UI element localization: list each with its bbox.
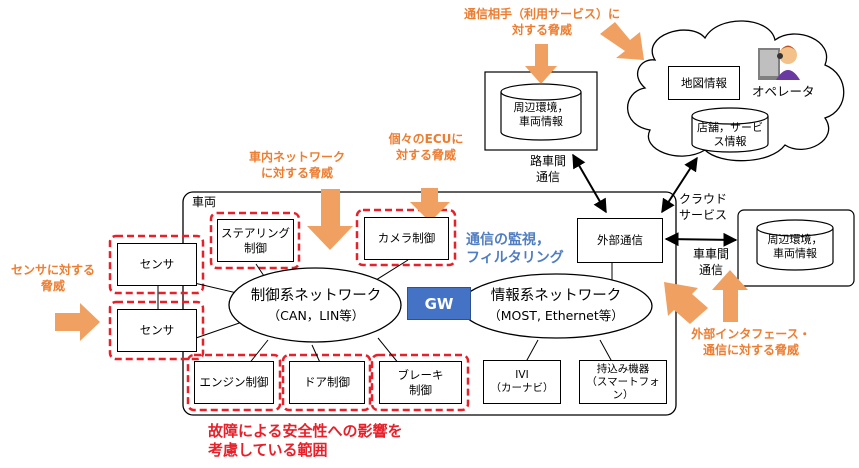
other-vehicle-db-text: 周辺環境，車両情報	[767, 233, 823, 260]
roadside-db-text: 周辺環境，車両情報	[513, 101, 569, 128]
safety-scope-outlines	[108, 208, 470, 412]
threat-arrows	[55, 22, 748, 341]
v2v-link-label: 車車間通信	[692, 247, 729, 277]
map-info-box: 地図情報	[668, 66, 740, 100]
steering-control-box: ステアリング制御	[217, 219, 294, 262]
camera-control-box: カメラ制御	[364, 217, 449, 260]
communication-arrows	[572, 153, 738, 247]
service-threat-label: 通信相手（利用サービス）に対する脅威	[463, 7, 620, 37]
roadside-link-label: 路車間通信	[529, 154, 566, 184]
sensor-threat-label: センサに対する脅威	[10, 263, 95, 293]
external-threat-label: 外部インタフェース・通信に対する脅威	[691, 327, 811, 357]
shop-info-text: 店舗，サービス情報	[697, 121, 763, 148]
shop-db-cylinder	[691, 107, 769, 153]
control-network-label: 制御系ネットワーク（CAN，LIN等）	[250, 288, 382, 323]
brake-control-box: ブレーキ制御	[379, 361, 462, 404]
external-comm-box: 外部通信	[577, 218, 663, 263]
sensor-2-box: センサ	[117, 309, 197, 352]
network-threat-label: 車内ネットワークに対する脅威	[248, 150, 345, 180]
operator-icon	[758, 45, 800, 80]
gateway-box: GW	[407, 287, 471, 320]
info-network-label: 情報系ネットワーク（MOST, Ethernet等）	[488, 288, 624, 323]
safety-scope-note: 故障による安全性への影響を考慮している範囲	[208, 422, 403, 459]
monitoring-label: 通信の監視，フィルタリング	[466, 232, 564, 266]
ecu-threat-label: 個々のECUに対する脅威	[388, 132, 464, 162]
vehicle-label: 車両	[192, 195, 217, 209]
sensor-1-box: センサ	[117, 243, 197, 286]
ivi-box: IVI（カーナビ）	[483, 360, 561, 404]
engine-control-box: エンジン制御	[194, 361, 274, 404]
carry-in-device-box: 持込み機器（スマートフォン）	[579, 360, 667, 404]
cloud-service-label: クラウドサービス	[678, 192, 727, 222]
door-control-box: ドア制御	[289, 361, 365, 404]
control-network-ellipse	[228, 267, 402, 343]
operator-label: オペレータ	[752, 84, 815, 99]
other-vehicle-db-cylinder	[737, 209, 855, 287]
